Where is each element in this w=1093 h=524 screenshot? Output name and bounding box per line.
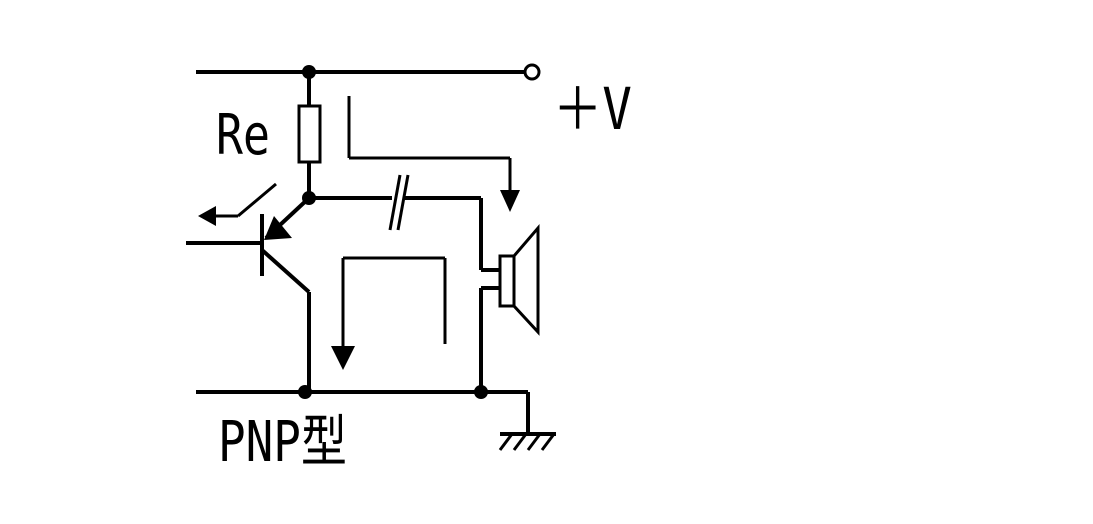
junction-dot-bottom-right	[474, 385, 488, 399]
resistor-label: Re	[216, 103, 270, 168]
emitter-resistor	[297, 104, 322, 164]
junction-dot-bottom-left	[298, 385, 312, 399]
flow-arrow-1-head	[500, 190, 520, 212]
pnp-transistor	[186, 196, 311, 392]
transistor-type-label: PNP型	[218, 410, 347, 475]
output-arrow-head	[198, 206, 216, 226]
collector-lead	[260, 248, 311, 294]
output-arrow-diagonal	[237, 182, 277, 218]
flow-arrow-2-head	[331, 346, 355, 370]
speaker-icon	[498, 223, 540, 336]
capacitor-plate-b	[396, 174, 410, 231]
capacitor-plate-a	[388, 174, 402, 231]
emitter-arrow-icon	[264, 216, 292, 240]
ground-icon	[498, 392, 556, 451]
supply-terminal	[523, 63, 541, 81]
supply-label: ＋V	[553, 75, 632, 143]
